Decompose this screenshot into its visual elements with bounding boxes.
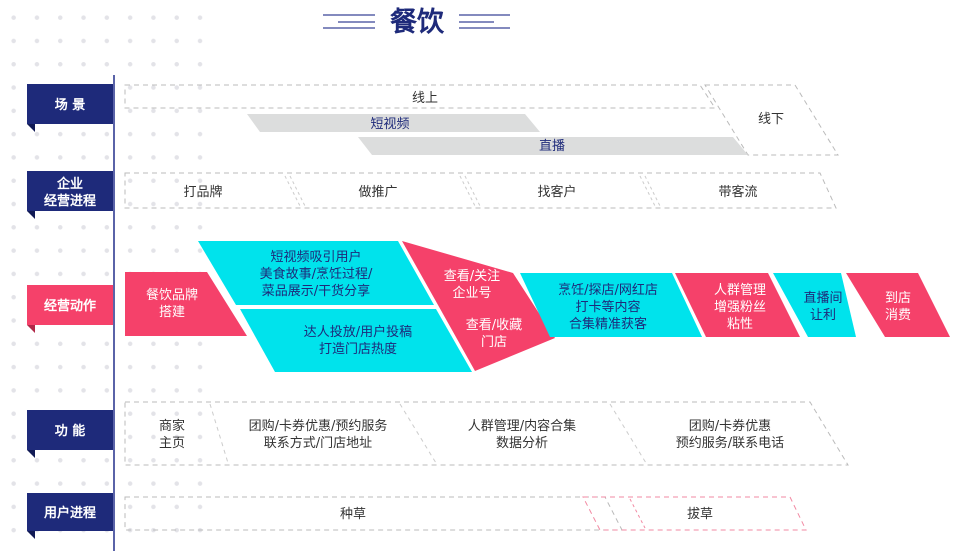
label-text: 场 景	[55, 98, 86, 113]
row-label-actions: 经营动作	[27, 285, 113, 333]
label-text: 企业	[56, 176, 83, 192]
label-text: 查看/收藏	[466, 317, 522, 333]
row-label-functions: 功 能	[27, 410, 113, 458]
label-text: 搭建	[159, 304, 185, 320]
label-text: 数据分析	[496, 436, 548, 451]
label-text: 种草	[340, 507, 366, 522]
action-content: 烹饪/探店/网红店 打卡等内容 合集精准获客	[520, 273, 702, 337]
label-text: 线上	[412, 91, 438, 106]
label-text: 到店	[885, 291, 911, 306]
label-text: 预约服务/联系电话	[676, 435, 784, 451]
label-text: 菜品展示/干货分享	[262, 283, 370, 299]
label-text: 增强粉丝	[714, 300, 766, 315]
label-text: 合集精准获客	[569, 316, 647, 332]
action-community: 人群管理 增强粉丝 粘性	[675, 273, 800, 337]
label-text: 经营动作	[44, 298, 96, 314]
label-text: 美食故事/烹饪过程/	[260, 266, 373, 282]
label-text: 拔草	[687, 507, 713, 522]
label-text: 经营进程	[44, 193, 96, 209]
label-text: 线下	[758, 112, 784, 127]
function-coupon: 团购/卡券优惠	[689, 418, 771, 434]
scene-offline: 线下	[704, 84, 839, 156]
title-block: 餐饮	[323, 7, 510, 38]
action-funnel: 查看/关注 企业号 查看/收藏 门店	[402, 241, 555, 371]
page-title: 餐饮	[390, 7, 445, 38]
row-label-user: 用户进程	[27, 493, 113, 539]
label-text: 联系方式/门店地址	[264, 435, 372, 451]
label-text: 企业号	[452, 285, 491, 301]
label-text: 直播	[539, 139, 565, 154]
function-groupbuy: 团购/卡券优惠/预约服务	[249, 418, 388, 434]
label-text: 餐饮品牌	[146, 287, 198, 303]
scene-live: 直播	[358, 137, 748, 155]
function-homepage: 商家	[159, 418, 185, 434]
label-text: 功 能	[55, 423, 86, 439]
action-live: 直播间 让利	[773, 273, 856, 337]
action-influencer: 达人投放/用户投稿 打造门店热度	[240, 309, 472, 372]
scene-online: 线上	[124, 84, 716, 109]
progress-row: 打品牌 做推广 找客户 带客流	[124, 172, 837, 209]
progress-traffic: 带客流	[718, 184, 757, 200]
action-visit: 到店 消费	[846, 273, 950, 337]
label-text: 短视频吸引用户	[270, 249, 361, 265]
functions-row: 商家 主页 团购/卡券优惠/预约服务 联系方式/门店地址 人群管理/内容合集 数…	[124, 401, 849, 466]
label-text: 打卡等内容	[575, 299, 640, 315]
user-buy: 拔草	[582, 496, 807, 531]
label-text: 直播间	[803, 291, 842, 306]
function-audience: 人群管理/内容合集	[468, 418, 576, 434]
label-text: 达人投放/用户投稿	[304, 324, 412, 340]
label-text: 让利	[810, 308, 836, 323]
label-text: 打造门店热度	[319, 341, 397, 357]
label-text: 用户进程	[43, 505, 96, 521]
label-text: 烹饪/探店/网红店	[558, 282, 658, 298]
progress-brand: 打品牌	[183, 184, 222, 200]
label-text: 人群管理	[714, 283, 766, 298]
progress-customers: 找客户	[537, 184, 576, 200]
row-label-scene: 场 景	[27, 84, 113, 132]
progress-promote: 做推广	[358, 185, 397, 200]
label-text: 短视频	[370, 117, 409, 132]
label-text: 门店	[481, 335, 507, 350]
label-text: 查看/关注	[444, 268, 500, 284]
scene-short-video: 短视频	[247, 114, 540, 132]
label-text: 主页	[159, 436, 185, 451]
label-text: 粘性	[727, 317, 753, 332]
action-short-video: 短视频吸引用户 美食故事/烹饪过程/ 菜品展示/干货分享	[198, 241, 434, 305]
user-seed: 种草	[124, 496, 623, 531]
row-label-progress: 企业 经营进程	[27, 171, 113, 219]
label-text: 消费	[885, 308, 911, 323]
action-brand: 餐饮品牌 搭建	[125, 272, 247, 336]
